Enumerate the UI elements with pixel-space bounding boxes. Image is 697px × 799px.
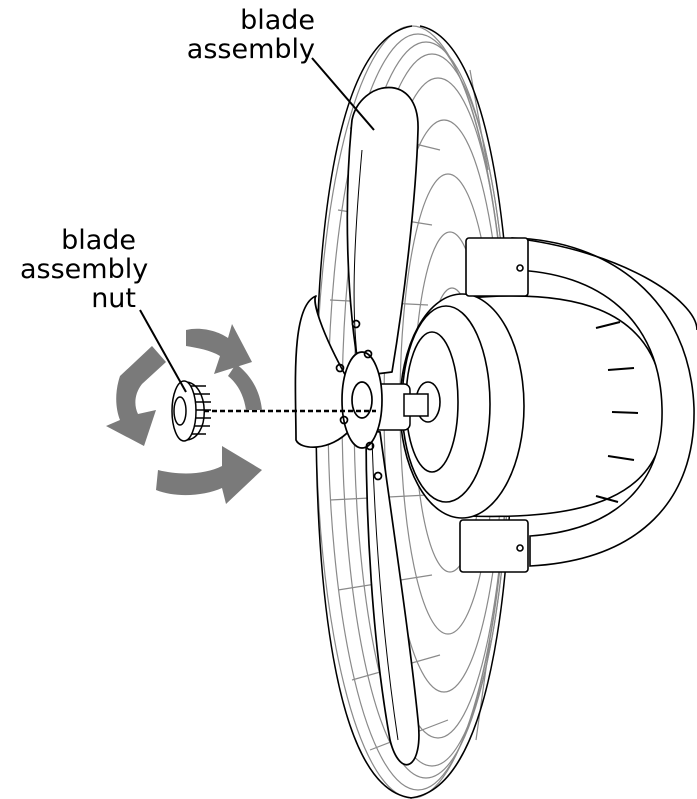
- motor-housing: [399, 293, 665, 519]
- label-nut-line3: nut: [91, 283, 136, 314]
- label-blade-assembly-line1: blade: [240, 5, 315, 36]
- label-blade-assembly-nut: blade assembly nut: [20, 225, 149, 314]
- leader-lines: [139, 57, 375, 393]
- leader-line-nut: [139, 309, 187, 393]
- yoke-bracket: [459, 237, 697, 573]
- label-blade-assembly-line2: assembly: [186, 34, 315, 65]
- label-nut-line1: blade: [61, 225, 136, 256]
- leader-line-blade-assembly: [311, 57, 375, 131]
- knurled-nut-icon: [171, 380, 211, 442]
- blade-assembly: [294, 86, 420, 766]
- rotate-arrows-icon: [106, 324, 262, 504]
- label-blade-assembly: blade assembly: [150, 6, 315, 64]
- label-nut-line2: assembly: [20, 254, 149, 285]
